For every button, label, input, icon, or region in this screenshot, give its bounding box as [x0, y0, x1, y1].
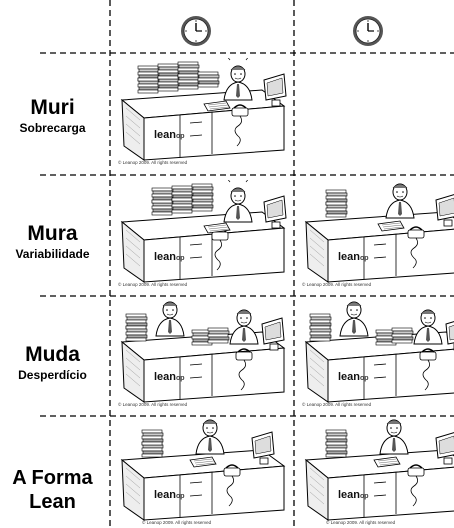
logo: leanop	[338, 371, 369, 383]
logo: leanop	[154, 489, 185, 501]
row-subtitle: Variabilidade	[15, 247, 90, 261]
illustration-lean-1: leanop © Leanop 2009. All rights reserve…	[121, 419, 285, 525]
illustration-mura-2: leanop © Leanop 2009. All rights reserve…	[302, 183, 454, 287]
row-subtitle: Sobrecarga	[19, 121, 86, 135]
row-label-muda: Muda Desperdício	[0, 343, 105, 383]
logo: leanop	[338, 489, 369, 501]
credit: © Leanop 2009. All rights reserved	[118, 281, 188, 287]
credit: © Leanop 2009. All rights reserved	[118, 401, 188, 407]
logo: leanop	[338, 251, 369, 263]
row-label-mura: Mura Variabilidade	[0, 222, 105, 262]
row-label-muri: Muri Sobrecarga	[0, 96, 105, 136]
illustration-mura-1: leanop © Leanop 2009. All rights reserve…	[118, 180, 287, 287]
credit: © Leanop 2009. All rights reserved	[302, 401, 372, 407]
illustration-muda-1: leanop © Leanop 2009. All rights reserve…	[118, 301, 285, 407]
clock-icon	[181, 16, 211, 46]
logo: leanop	[154, 371, 185, 383]
credit: © Leanop 2009. All rights reserved	[142, 519, 212, 525]
row-title: Muri	[30, 96, 75, 119]
credit: © Leanop 2009. All rights reserved	[118, 159, 188, 165]
row-title: Muda	[25, 343, 80, 366]
logo: leanop	[154, 251, 185, 263]
row-subtitle: Desperdício	[18, 368, 87, 382]
credit: © Leanop 2009. All rights reserved	[302, 281, 372, 287]
row-title: Mura	[27, 222, 78, 245]
illustration-muda-2: leanop © Leanop 2009. All rights reserve…	[302, 301, 454, 407]
row-title-line1: A Forma	[12, 467, 93, 489]
row-title-line2: Lean	[29, 491, 76, 513]
credit: © Leanop 2009. All rights reserved	[326, 519, 396, 525]
logo: leanop	[154, 129, 185, 141]
row-label-lean: A Forma Lean	[0, 466, 105, 514]
illustration-muri: leanop © Leanop 2009. All rights reserve…	[118, 58, 287, 165]
clock-icon	[353, 16, 383, 46]
illustration-lean-2: leanop © Leanop 2009. All rights reserve…	[305, 419, 454, 525]
